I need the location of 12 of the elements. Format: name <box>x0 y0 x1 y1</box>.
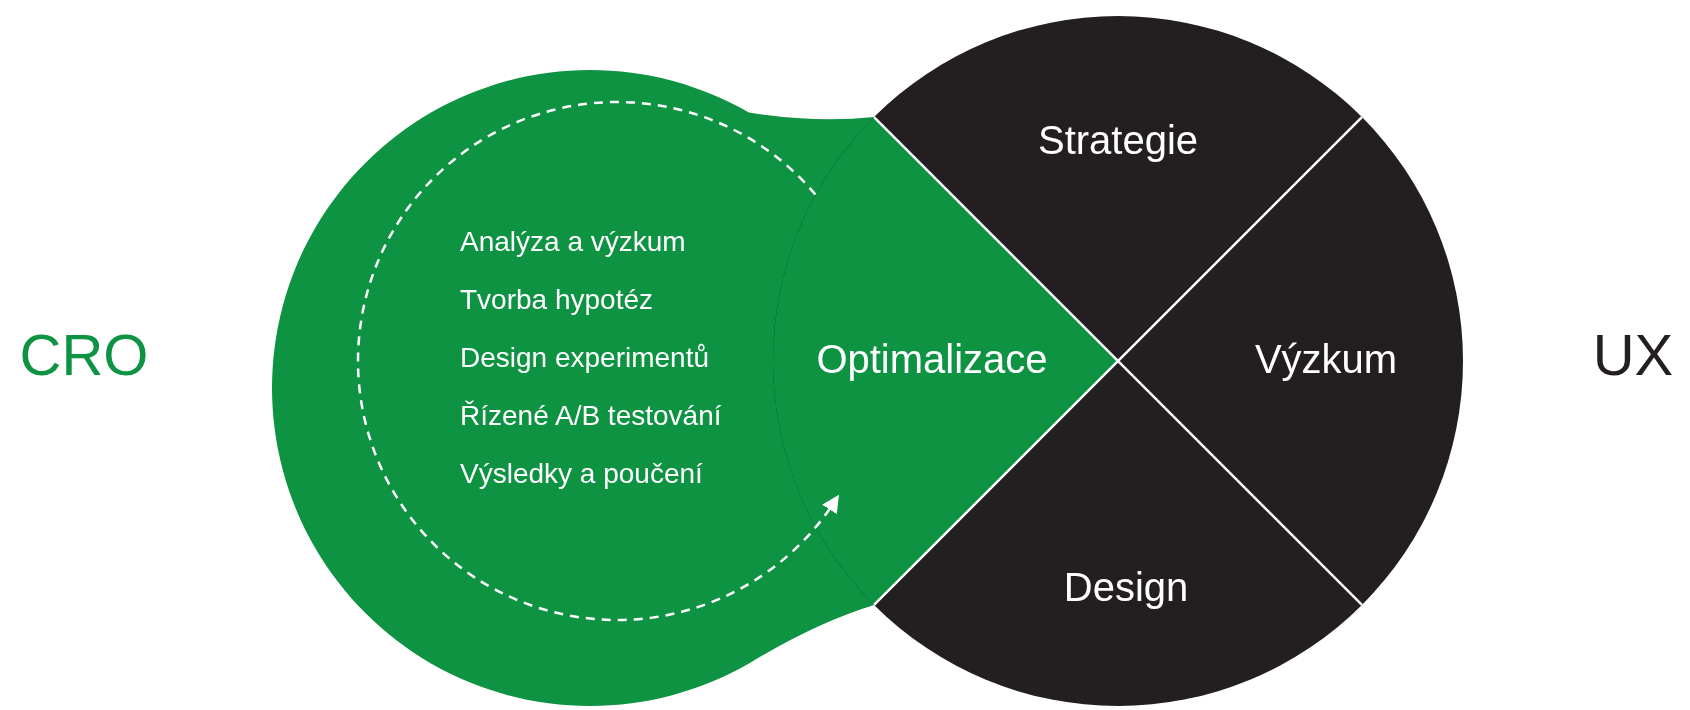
circle-shape <box>773 16 1463 706</box>
side-heading: UX <box>1592 320 1674 388</box>
quadrant-label: Výzkum <box>1254 336 1398 382</box>
step-text: Design experimentů <box>460 342 710 374</box>
step-text: Tvorba hypotéz <box>460 284 653 316</box>
step-text: Řízené A/B testování <box>460 400 722 432</box>
step-text: Analýza a výzkum <box>460 226 686 258</box>
step-text: Výsledky a poučení <box>460 458 703 490</box>
side-heading: CRO <box>19 320 149 388</box>
quadrant-label: Strategie <box>1037 117 1199 163</box>
quadrant-label: Optimalizace <box>816 336 1048 382</box>
quadrant-label: Design <box>1063 564 1189 610</box>
